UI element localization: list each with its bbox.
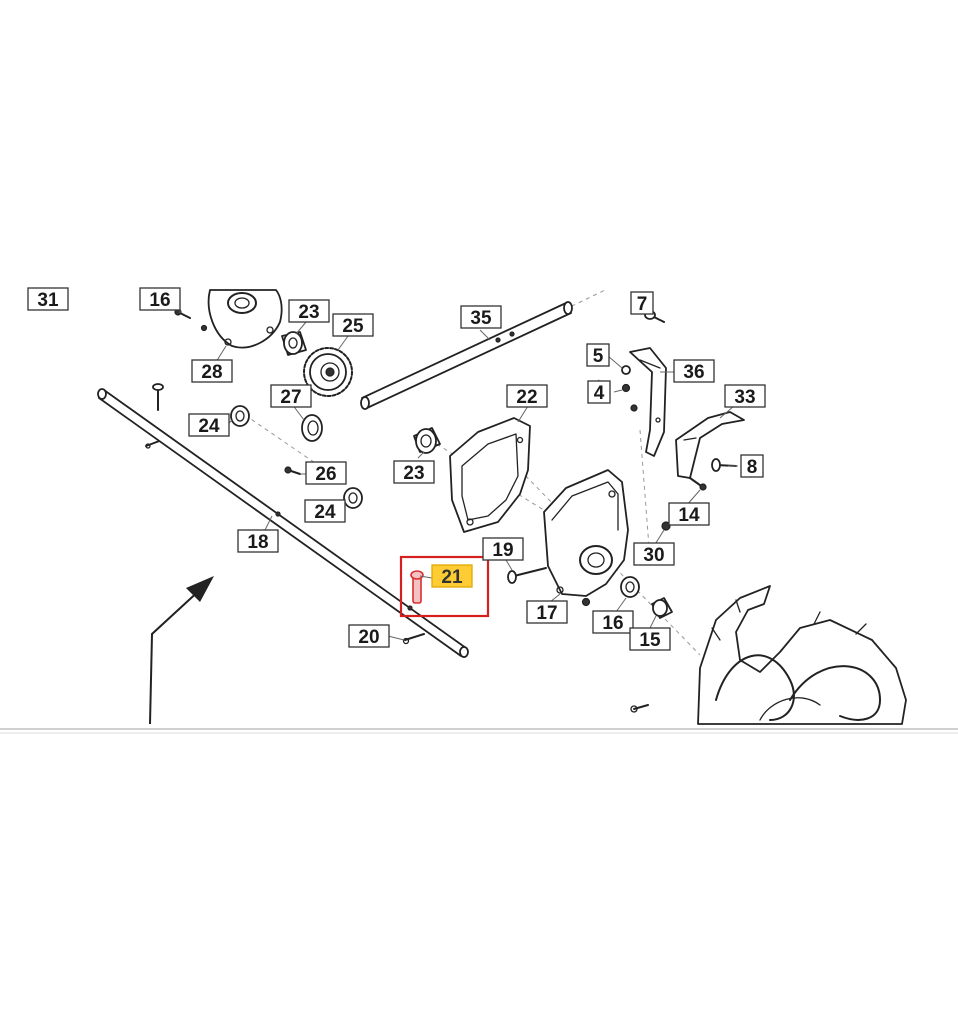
- svg-text:25: 25: [342, 316, 364, 337]
- svg-text:33: 33: [734, 387, 755, 408]
- svg-text:20: 20: [358, 627, 379, 648]
- svg-text:8: 8: [747, 457, 758, 478]
- shaft-35-part[interactable]: [360, 301, 573, 410]
- svg-text:21: 21: [441, 567, 463, 588]
- seal-27-part[interactable]: [301, 414, 323, 442]
- callout-layer: 31 16 23 25 28 35 7 5 36 4 33 27 22 24 8…: [27, 287, 766, 651]
- pin-21-highlighted-part[interactable]: [410, 570, 424, 604]
- callout-33[interactable]: 33: [724, 384, 766, 408]
- callout-35[interactable]: 35: [460, 305, 502, 329]
- svg-text:14: 14: [678, 505, 700, 526]
- gearbox-housing-17-part[interactable]: [543, 469, 629, 597]
- callout-14[interactable]: 14: [668, 502, 710, 526]
- svg-text:31: 31: [37, 290, 59, 311]
- callout-30[interactable]: 30: [633, 542, 675, 566]
- svg-text:18: 18: [247, 532, 268, 553]
- callout-15[interactable]: 15: [629, 627, 671, 651]
- washer-24-upper-part[interactable]: [230, 405, 250, 427]
- svg-text:35: 35: [470, 308, 492, 329]
- callout-23-mid[interactable]: 23: [393, 460, 435, 484]
- direction-arrow-icon: [149, 576, 214, 725]
- bolt-19-part[interactable]: [507, 567, 547, 584]
- nut-30-part[interactable]: [661, 521, 671, 531]
- callout-23[interactable]: 23: [288, 299, 330, 323]
- callout-19[interactable]: 19: [482, 537, 524, 561]
- bolt-14-part[interactable]: [689, 477, 707, 491]
- callout-20[interactable]: 20: [348, 624, 390, 648]
- svg-text:28: 28: [201, 362, 222, 383]
- bushing-15-part[interactable]: [651, 597, 673, 619]
- svg-text:23: 23: [298, 302, 319, 323]
- callout-17[interactable]: 17: [526, 600, 568, 624]
- auger-blades-part[interactable]: [697, 585, 907, 725]
- screw-bottom-part[interactable]: [630, 704, 649, 713]
- gasket-22-part[interactable]: [449, 417, 531, 533]
- svg-text:15: 15: [639, 630, 661, 651]
- svg-text:24: 24: [198, 416, 220, 437]
- pin-26-part[interactable]: [284, 466, 301, 475]
- washer-24-lower-part[interactable]: [343, 487, 363, 509]
- bracket-33-part[interactable]: [675, 411, 745, 479]
- callout-24[interactable]: 24: [188, 413, 230, 437]
- callout-24-lower[interactable]: 24: [304, 499, 346, 523]
- svg-text:27: 27: [280, 387, 301, 408]
- svg-text:16: 16: [602, 613, 623, 634]
- callout-22[interactable]: 22: [506, 384, 548, 408]
- callout-16[interactable]: 16: [139, 287, 181, 311]
- svg-text:17: 17: [536, 603, 557, 624]
- bushing-23-mid-part[interactable]: [413, 427, 441, 454]
- callout-7[interactable]: 7: [630, 291, 654, 315]
- selection-box: [399, 555, 490, 618]
- pin-20-part[interactable]: [402, 633, 425, 645]
- svg-text:24: 24: [314, 502, 336, 523]
- svg-text:30: 30: [643, 545, 664, 566]
- bushing-23-top-part[interactable]: [281, 331, 307, 356]
- svg-text:36: 36: [683, 362, 704, 383]
- nut-17-part[interactable]: [581, 597, 591, 607]
- callout-25[interactable]: 25: [332, 313, 374, 337]
- callout-36[interactable]: 36: [673, 359, 715, 383]
- callout-26[interactable]: 26: [305, 461, 347, 485]
- seal-16-lower-part[interactable]: [620, 576, 640, 598]
- callout-21-highlighted[interactable]: 21: [431, 564, 473, 588]
- callout-16-lower[interactable]: 16: [592, 610, 634, 634]
- svg-text:23: 23: [403, 463, 424, 484]
- callout-18[interactable]: 18: [237, 529, 279, 553]
- svg-text:26: 26: [315, 464, 336, 485]
- svg-text:5: 5: [593, 346, 604, 367]
- svg-text:22: 22: [516, 387, 537, 408]
- gearbox-housing-left-part[interactable]: [207, 289, 283, 349]
- callout-4[interactable]: 4: [587, 380, 611, 404]
- callout-31[interactable]: 31: [27, 287, 69, 311]
- bolt-8-part[interactable]: [711, 458, 737, 472]
- long-bolt-part[interactable]: [152, 383, 164, 411]
- shaft-18-part[interactable]: [97, 388, 469, 658]
- nut-4-part[interactable]: [621, 383, 638, 412]
- bracket-36-part[interactable]: [629, 347, 667, 457]
- svg-text:19: 19: [492, 540, 513, 561]
- callout-28[interactable]: 28: [191, 359, 233, 383]
- nut-5-part[interactable]: [621, 365, 631, 375]
- callout-5[interactable]: 5: [586, 343, 610, 367]
- gear-25-part[interactable]: [303, 347, 353, 397]
- callout-27[interactable]: 27: [270, 384, 312, 408]
- svg-text:7: 7: [637, 294, 648, 315]
- svg-text:4: 4: [594, 383, 605, 404]
- svg-text:16: 16: [149, 290, 170, 311]
- callout-8[interactable]: 8: [740, 454, 764, 478]
